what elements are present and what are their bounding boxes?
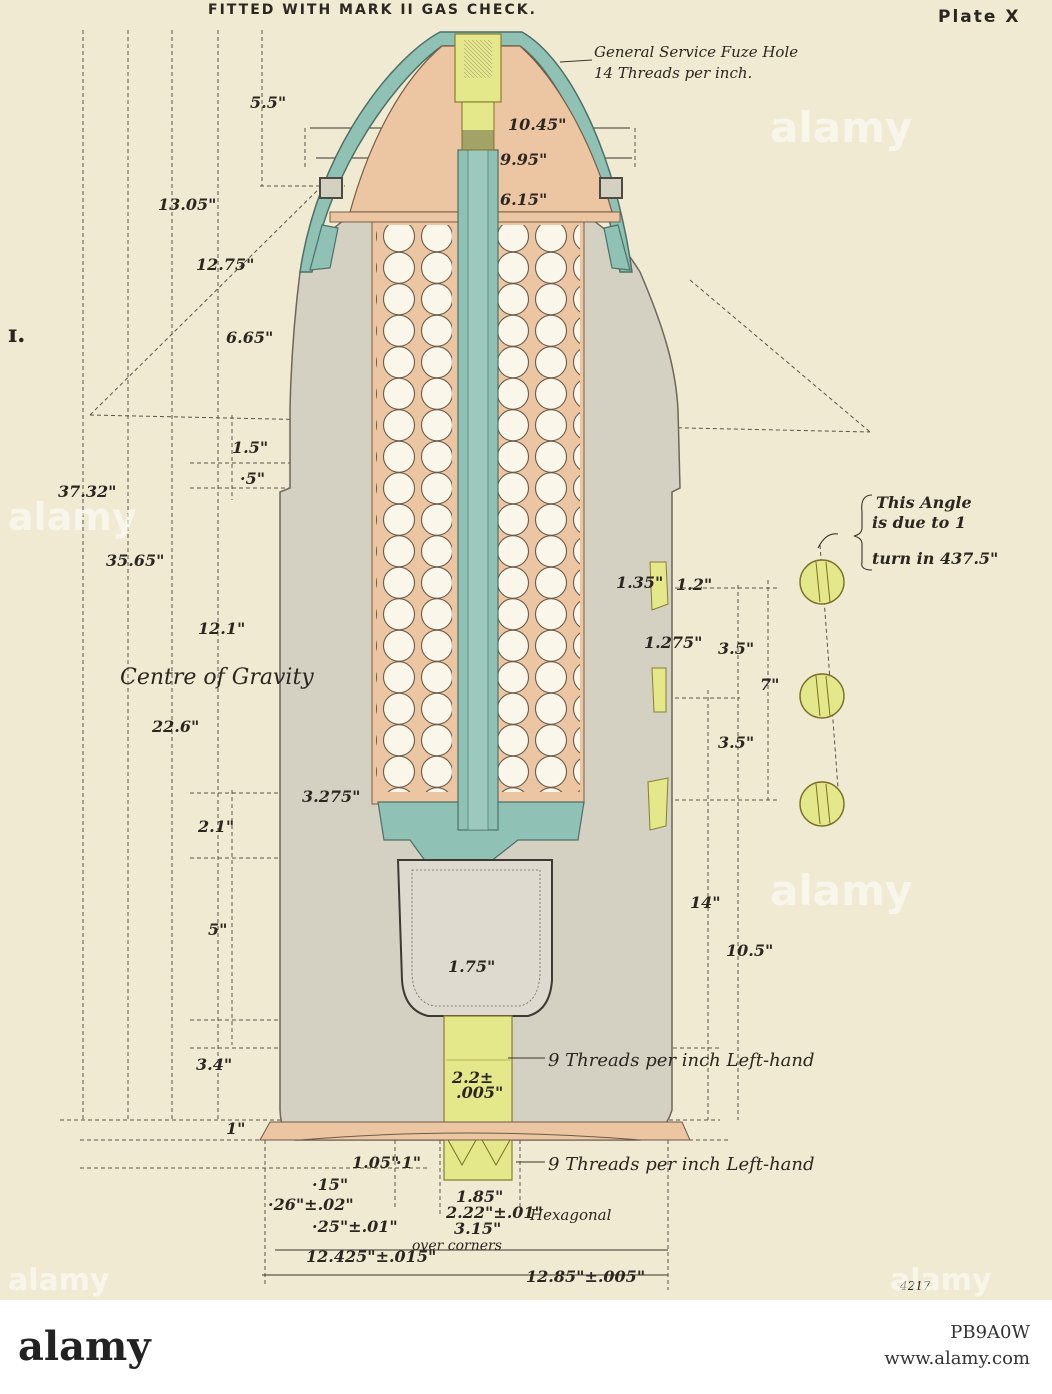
angle-note-line-3: turn in 437.5"	[872, 549, 998, 568]
plate-number: 4217	[899, 1279, 931, 1293]
svg-text:2.22"±.01": 2.22"±.01"	[445, 1203, 543, 1222]
svg-text:3.5": 3.5"	[718, 639, 754, 658]
diagram-plate: FITTED WITH MARK II GAS CHECK. Plate X ɪ…	[0, 0, 1052, 1300]
svg-text:5.5": 5.5"	[250, 93, 286, 112]
svg-text:7": 7"	[760, 675, 779, 694]
header-subtitle: FITTED WITH MARK II GAS CHECK.	[208, 2, 537, 18]
plate-label: Plate X	[938, 7, 1020, 27]
margin-mark: ɪ.	[8, 319, 25, 348]
shell-head	[299, 31, 633, 273]
svg-text:3.4": 3.4"	[196, 1055, 232, 1074]
svg-text:1": 1"	[226, 1119, 245, 1138]
svg-text:.005": .005"	[456, 1083, 503, 1102]
svg-text:12.1": 12.1"	[198, 619, 245, 638]
svg-text:alamy: alamy	[8, 1263, 110, 1298]
image-id: PB9A0W	[950, 1322, 1030, 1343]
driving-band-2	[651, 667, 667, 713]
alamy-url: www.alamy.com	[884, 1348, 1030, 1369]
svg-text:35.65": 35.65"	[106, 551, 164, 570]
svg-text:1.05": 1.05"	[352, 1153, 399, 1172]
svg-text:·26"±.02": ·26"±.02"	[268, 1195, 354, 1214]
svg-text:2.2±: 2.2±	[451, 1068, 493, 1087]
svg-text:1.35": 1.35"	[616, 573, 663, 592]
centre-of-gravity-label: Centre of Gravity	[120, 665, 314, 690]
svg-text:·1": ·1"	[396, 1153, 421, 1172]
svg-text:10.5": 10.5"	[726, 941, 773, 960]
svg-text:12.425"±.015": 12.425"±.015"	[306, 1247, 436, 1266]
over-corners-label: over corners	[412, 1238, 502, 1254]
svg-text:10.45": 10.45"	[508, 115, 566, 134]
bullets-left	[376, 225, 452, 792]
svg-text:14": 14"	[690, 893, 721, 912]
svg-text:1.275": 1.275"	[644, 633, 702, 652]
fuze-hole-label: General Service Fuze Hole	[594, 43, 798, 61]
svg-text:1.75": 1.75"	[448, 957, 495, 976]
svg-text:·25"±.01": ·25"±.01"	[312, 1217, 398, 1236]
svg-text:3.5": 3.5"	[718, 733, 754, 752]
svg-text:·15": ·15"	[312, 1175, 348, 1194]
threads-label-lower: 9 Threads per inch Left-hand	[548, 1154, 815, 1175]
svg-text:·5": ·5"	[240, 469, 265, 488]
svg-text:3.275": 3.275"	[302, 787, 360, 806]
svg-text:12.85"±.005": 12.85"±.005"	[526, 1267, 645, 1286]
threads-label-upper: 9 Threads per inch Left-hand	[548, 1050, 815, 1071]
svg-text:3.15": 3.15"	[454, 1219, 501, 1238]
svg-text:13.05": 13.05"	[158, 195, 216, 214]
dimension-labels: 5.5" 10.45" 9.95" 6.15" 13.05" 12.75" 6.…	[58, 93, 779, 1286]
band-section-1	[799, 559, 845, 605]
band-section-3	[799, 781, 845, 827]
angle-note-line-2: is due to 1	[872, 513, 966, 532]
svg-text:5": 5"	[208, 920, 227, 939]
svg-text:alamy: alamy	[770, 866, 912, 915]
svg-text:alamy: alamy	[770, 103, 912, 152]
svg-text:12.75": 12.75"	[196, 255, 254, 274]
svg-text:alamy: alamy	[8, 495, 137, 539]
svg-text:1.5": 1.5"	[232, 438, 268, 457]
svg-text:6.65": 6.65"	[226, 328, 273, 347]
bullets-right	[498, 225, 580, 792]
svg-text:37.32": 37.32"	[58, 482, 116, 501]
svg-text:alamy: alamy	[890, 1263, 992, 1298]
svg-text:6.15": 6.15"	[500, 190, 547, 209]
band-section-2	[799, 673, 845, 719]
gas-check	[259, 1121, 691, 1141]
watermark-footer: alamy PB9A0W www.alamy.com	[0, 1300, 1052, 1390]
powder-chamber	[396, 859, 553, 1017]
svg-text:22.6": 22.6"	[151, 717, 199, 736]
svg-text:9.95": 9.95"	[500, 150, 547, 169]
svg-text:1.85": 1.85"	[456, 1187, 503, 1206]
hexagonal-label: Hexagonal	[529, 1206, 612, 1224]
driving-band-1	[649, 561, 669, 611]
watermark: alamy alamy alamy alamy alamy	[8, 103, 992, 1298]
angle-note-line-1: This Angle	[876, 493, 972, 512]
driving-band-3	[647, 777, 669, 831]
svg-text:1.2": 1.2"	[676, 575, 712, 594]
fuze-threads-label: 14 Threads per inch.	[594, 64, 752, 82]
shell-drawing: FITTED WITH MARK II GAS CHECK. Plate X ɪ…	[8, 2, 1020, 1298]
svg-text:2.1": 2.1"	[197, 817, 234, 836]
alamy-logo: alamy	[18, 1323, 152, 1370]
